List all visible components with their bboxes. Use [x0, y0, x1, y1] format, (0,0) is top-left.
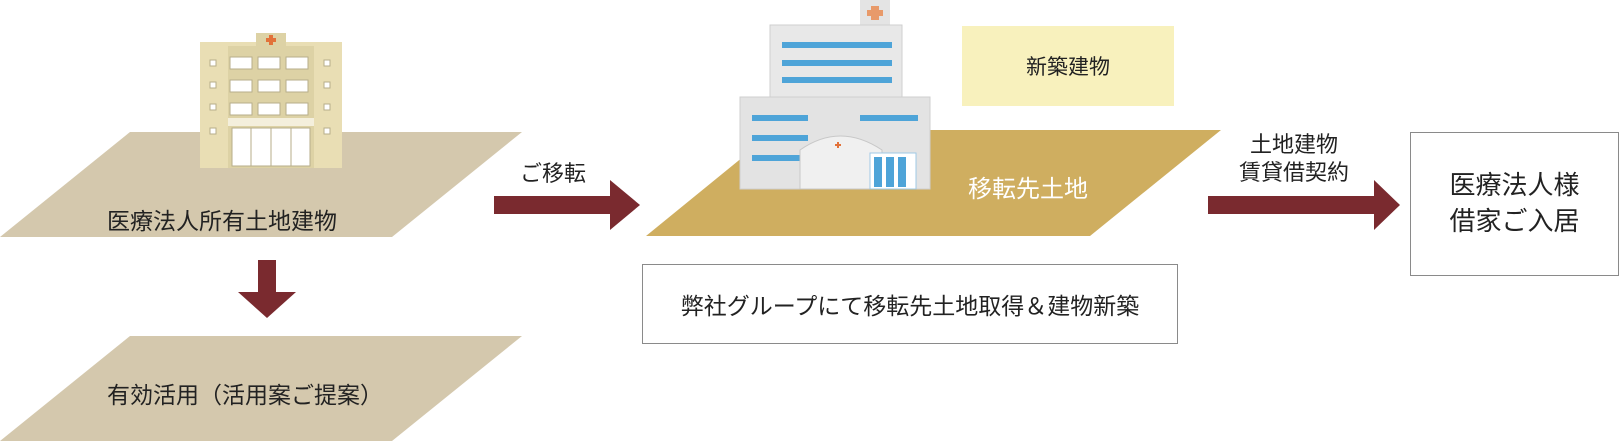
new-site-plane: [646, 130, 1221, 236]
group-acquisition-text: 弊社グループにて移転先土地取得＆建物新築: [680, 294, 1140, 320]
new-building-note: 新築建物: [962, 26, 1174, 106]
lease-label-line2: 賃貸借契約: [1238, 160, 1349, 186]
new-site-label: 移転先土地: [968, 175, 1088, 203]
relocation-label: ご移転: [520, 162, 587, 187]
lease-label-line1: 土地建物: [1249, 133, 1338, 158]
down-arrow: [238, 260, 296, 318]
tenant-box: 医療法人様 借家ご入居: [1410, 132, 1619, 276]
owned-land-plane: [0, 132, 522, 237]
effective-use-plane: [0, 336, 522, 441]
old-hospital-building-icon: [200, 33, 342, 168]
tenant-box-line2: 借家ご入居: [1449, 207, 1580, 237]
lease-arrow: [1208, 180, 1400, 230]
owned-land-label: 医療法人所有土地建物: [107, 209, 337, 235]
group-acquisition-box: 弊社グループにて移転先土地取得＆建物新築: [642, 264, 1178, 344]
lease-label: 土地建物 賃貸借契約: [1234, 132, 1354, 187]
relocation-arrow: [494, 180, 640, 230]
effective-use-label: 有効活用（活用案ご提案）: [107, 383, 383, 409]
tenant-box-line1: 医療法人様: [1449, 170, 1580, 201]
new-hospital-building-icon: [739, 0, 931, 190]
